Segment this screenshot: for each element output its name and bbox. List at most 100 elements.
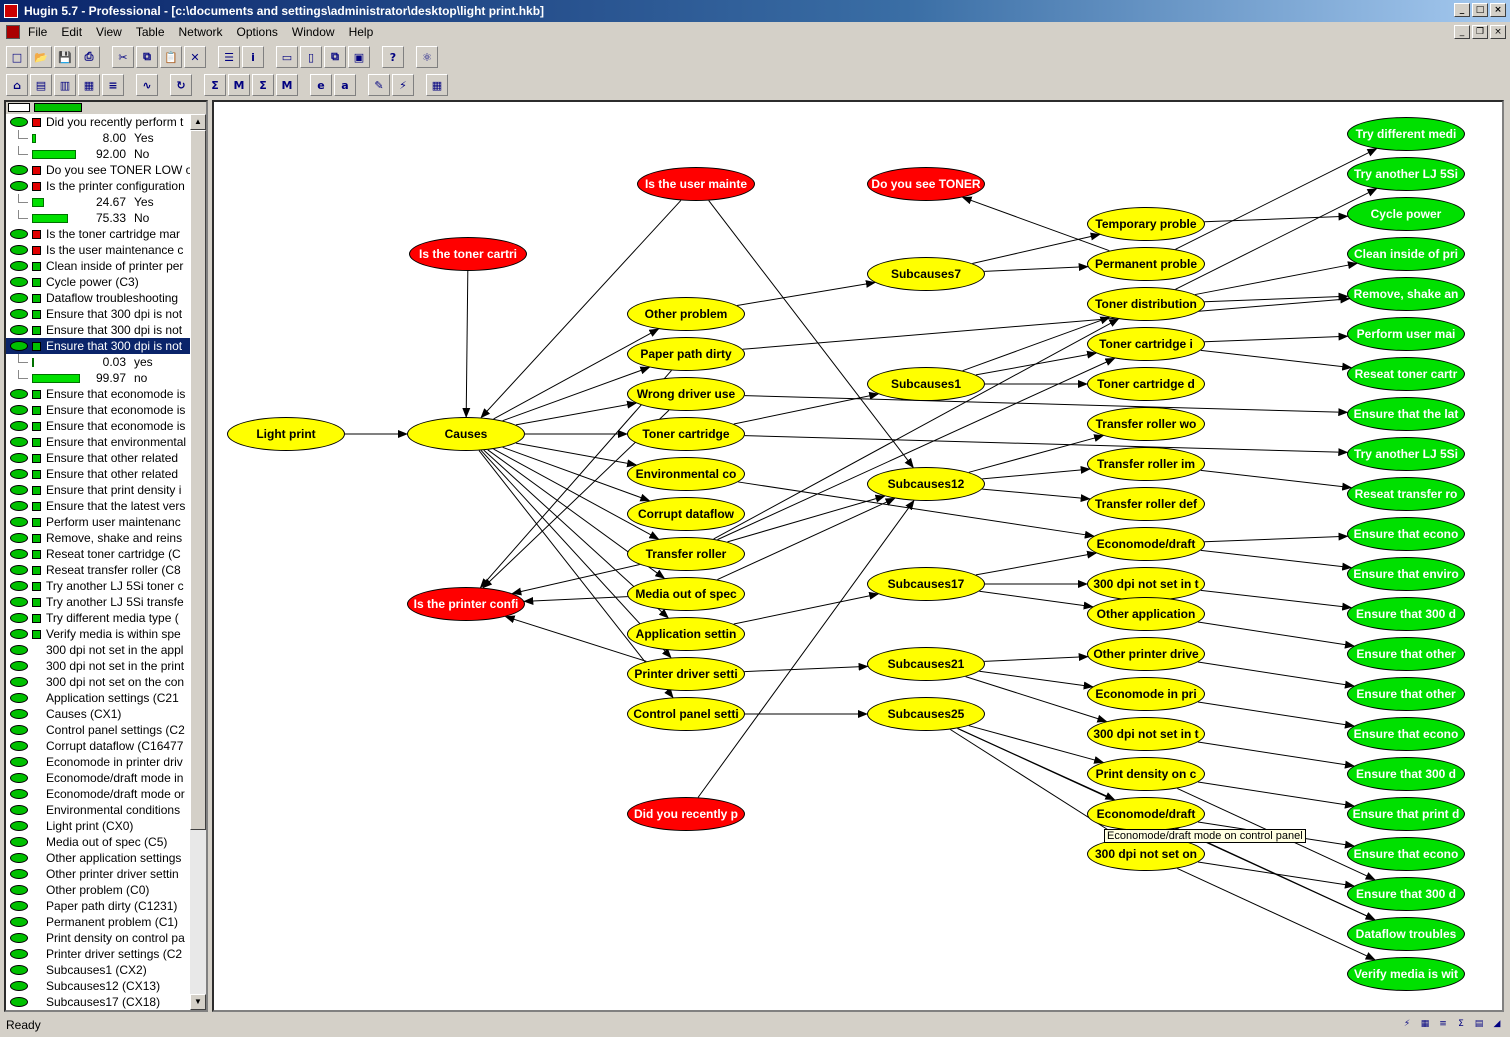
- max-red-button[interactable]: M: [276, 74, 298, 96]
- menu-file[interactable]: File: [28, 25, 48, 39]
- node-ensure-econo3[interactable]: Ensure that econo: [1347, 837, 1465, 871]
- node-row[interactable]: Light print (CX0): [6, 818, 192, 834]
- node-row[interactable]: Remove, shake and reins: [6, 530, 192, 546]
- node-subcauses25[interactable]: Subcauses25: [867, 697, 985, 731]
- properties-button[interactable]: ☰: [218, 46, 240, 68]
- node-row[interactable]: Causes (CX1): [6, 706, 192, 722]
- node-expand-icon[interactable]: [10, 325, 28, 335]
- node-row[interactable]: Economode/draft mode in: [6, 770, 192, 786]
- node-expand-icon[interactable]: [10, 981, 28, 991]
- copy-button[interactable]: ⧉: [136, 46, 158, 68]
- scroll-down-button[interactable]: ▼: [190, 994, 206, 1010]
- node-row[interactable]: Ensure that print density i: [6, 482, 192, 498]
- scroll-thumb[interactable]: [190, 130, 206, 830]
- node-row[interactable]: Ensure that environmental: [6, 434, 192, 450]
- doc-minimize-button[interactable]: _: [1454, 25, 1470, 39]
- node-row[interactable]: Economode/draft mode or: [6, 786, 192, 802]
- node-expand-icon[interactable]: [10, 309, 28, 319]
- node-application-settin[interactable]: Application settin: [627, 617, 745, 651]
- node-economode-in-pri[interactable]: Economode in pri: [1087, 677, 1205, 711]
- node-expand-icon[interactable]: [10, 709, 28, 719]
- print-button[interactable]: ⎙: [78, 46, 100, 68]
- node-row[interactable]: Ensure that 300 dpi is not: [6, 306, 192, 322]
- node-ensure-econo2[interactable]: Ensure that econo: [1347, 717, 1465, 751]
- node-row[interactable]: Try different media type (: [6, 610, 192, 626]
- node-expand-icon[interactable]: [10, 965, 28, 975]
- node-perform-user-mai[interactable]: Perform user mai: [1347, 317, 1465, 351]
- node-row[interactable]: Ensure that 300 dpi is not: [6, 338, 192, 354]
- node-expand-icon[interactable]: [10, 565, 28, 575]
- layout1-button[interactable]: ▭: [276, 46, 298, 68]
- node-row[interactable]: 300 dpi not set in the print: [6, 658, 192, 674]
- node-expand-icon[interactable]: [10, 389, 28, 399]
- node-expand-icon[interactable]: [10, 165, 28, 175]
- node-expand-icon[interactable]: [10, 741, 28, 751]
- node-expand-icon[interactable]: [10, 821, 28, 831]
- node-ensure-300d-1[interactable]: Ensure that 300 d: [1347, 597, 1465, 631]
- node-clean-inside[interactable]: Clean inside of pri: [1347, 237, 1465, 271]
- node-economode-draft2[interactable]: Economode/draft: [1087, 797, 1205, 831]
- save-button[interactable]: 💾: [54, 46, 76, 68]
- help-button[interactable]: ?: [382, 46, 404, 68]
- node-row[interactable]: Media out of spec (C5): [6, 834, 192, 850]
- node-row[interactable]: Control panel settings (C2: [6, 722, 192, 738]
- node-remove-shake[interactable]: Remove, shake an: [1347, 277, 1465, 311]
- node-other-printer-drive[interactable]: Other printer drive: [1087, 637, 1205, 671]
- node-other-application[interactable]: Other application: [1087, 597, 1205, 631]
- node-row[interactable]: Ensure that 300 dpi is not: [6, 322, 192, 338]
- refresh-button[interactable]: ↻: [170, 74, 192, 96]
- node-expand-icon[interactable]: [10, 645, 28, 655]
- node-reseat-toner[interactable]: Reseat toner cartr: [1347, 357, 1465, 391]
- node-ensure-econo1[interactable]: Ensure that econo: [1347, 517, 1465, 551]
- node-paper-path[interactable]: Paper path dirty: [627, 337, 745, 371]
- pencil-button[interactable]: ✎: [368, 74, 390, 96]
- node-row[interactable]: Verify media is within spe: [6, 626, 192, 642]
- bars-button[interactable]: ▦: [78, 74, 100, 96]
- node-ensure-other1[interactable]: Ensure that other: [1347, 637, 1465, 671]
- node-ensure-latest[interactable]: Ensure that the lat: [1347, 397, 1465, 431]
- node-row[interactable]: Ensure that economode is: [6, 402, 192, 418]
- node-expand-icon[interactable]: [10, 277, 28, 287]
- sum-red-button[interactable]: Σ: [252, 74, 274, 96]
- node-expand-icon[interactable]: [10, 629, 28, 639]
- node-ensure-enviro[interactable]: Ensure that enviro: [1347, 557, 1465, 591]
- doc-close-button[interactable]: ×: [1490, 25, 1506, 39]
- node-expand-icon[interactable]: [10, 869, 28, 879]
- node-expand-icon[interactable]: [10, 757, 28, 767]
- node-expand-icon[interactable]: [10, 933, 28, 943]
- node-is-user-mainte[interactable]: Is the user mainte: [637, 167, 755, 201]
- node-corrupt-dataflow[interactable]: Corrupt dataflow: [627, 497, 745, 531]
- node-economode-draft1[interactable]: Economode/draft: [1087, 527, 1205, 561]
- node-row[interactable]: Reseat toner cartridge (C: [6, 546, 192, 562]
- layout3-button[interactable]: ⧉: [324, 46, 346, 68]
- node-expand-icon[interactable]: [10, 789, 28, 799]
- node-temporary-proble[interactable]: Temporary proble: [1087, 207, 1205, 241]
- node-ensure-print-d[interactable]: Ensure that print d: [1347, 797, 1465, 831]
- node-row[interactable]: Printer driver settings (C2: [6, 946, 192, 962]
- node-row[interactable]: Try another LJ 5Si toner c: [6, 578, 192, 594]
- node-toner-cartridge[interactable]: Toner cartridge: [627, 417, 745, 451]
- node-row[interactable]: Is the user maintenance c: [6, 242, 192, 258]
- node-row[interactable]: Other application settings: [6, 850, 192, 866]
- node-ensure-other2[interactable]: Ensure that other: [1347, 677, 1465, 711]
- node-expand-icon[interactable]: [10, 885, 28, 895]
- node-expand-icon[interactable]: [10, 181, 28, 191]
- menu-network[interactable]: Network: [178, 25, 223, 39]
- node-expand-icon[interactable]: [10, 421, 28, 431]
- node-expand-icon[interactable]: [10, 533, 28, 543]
- node-did-you-recently[interactable]: Did you recently p: [627, 797, 745, 831]
- states-button[interactable]: ▥: [54, 74, 76, 96]
- node-subcauses7[interactable]: Subcauses7: [867, 257, 985, 291]
- node-row[interactable]: Economode in printer driv: [6, 754, 192, 770]
- node-expand-icon[interactable]: [10, 517, 28, 527]
- node-transfer-roller-im[interactable]: Transfer roller im: [1087, 447, 1205, 481]
- node-subcauses1[interactable]: Subcauses1: [867, 367, 985, 401]
- node-row[interactable]: Paper path dirty (C1231): [6, 898, 192, 914]
- node-expand-icon[interactable]: [10, 549, 28, 559]
- node-is-toner-cartri[interactable]: Is the toner cartri: [409, 237, 527, 271]
- node-toner-cartridge-d[interactable]: Toner cartridge d: [1087, 367, 1205, 401]
- align-button[interactable]: ≡: [102, 74, 124, 96]
- sum-button[interactable]: Σ: [204, 74, 226, 96]
